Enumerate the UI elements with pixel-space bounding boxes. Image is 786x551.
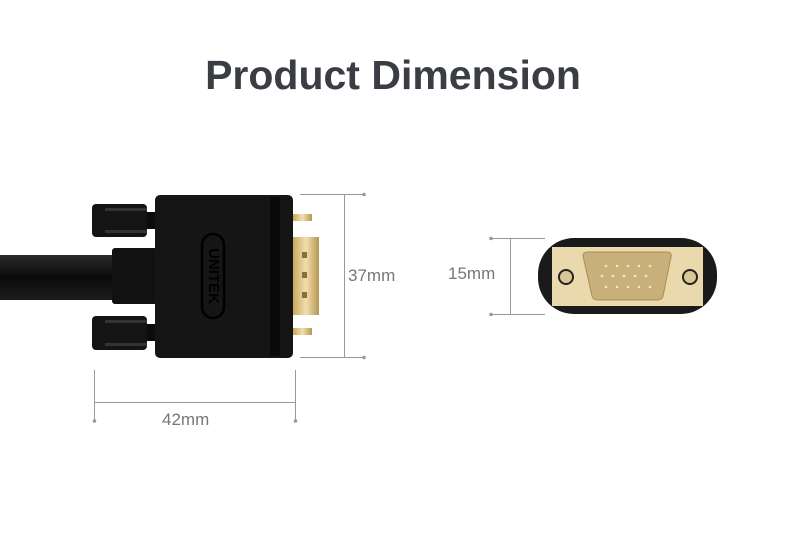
thumb-screw-lower	[92, 316, 157, 350]
cable	[0, 255, 115, 300]
page-title: Product Dimension	[205, 52, 581, 98]
svg-text:UNITEK: UNITEK	[205, 248, 222, 304]
front-height-dimension-label: 15mm	[448, 264, 496, 283]
front-view-connector	[538, 238, 717, 314]
dimension-lines	[92, 192, 545, 423]
height-dimension-label: 37mm	[348, 266, 396, 285]
strain-relief	[112, 248, 157, 304]
thumb-screw-upper	[92, 204, 157, 237]
gold-screw-upper	[293, 214, 312, 221]
length-dimension-label: 42mm	[162, 410, 210, 429]
unitek-logo: UNITEK	[200, 232, 226, 320]
gold-screw-lower	[293, 328, 312, 335]
side-view-connector: UNITEK	[0, 195, 319, 358]
